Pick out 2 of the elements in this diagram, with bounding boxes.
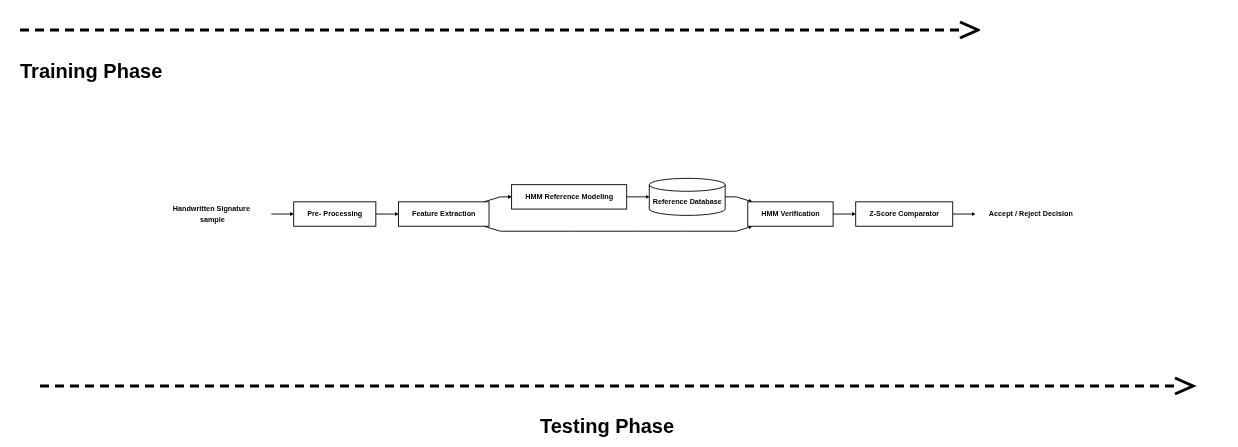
phase-label: Testing Phase (540, 415, 675, 438)
phase-label: Training Phase (20, 60, 163, 83)
